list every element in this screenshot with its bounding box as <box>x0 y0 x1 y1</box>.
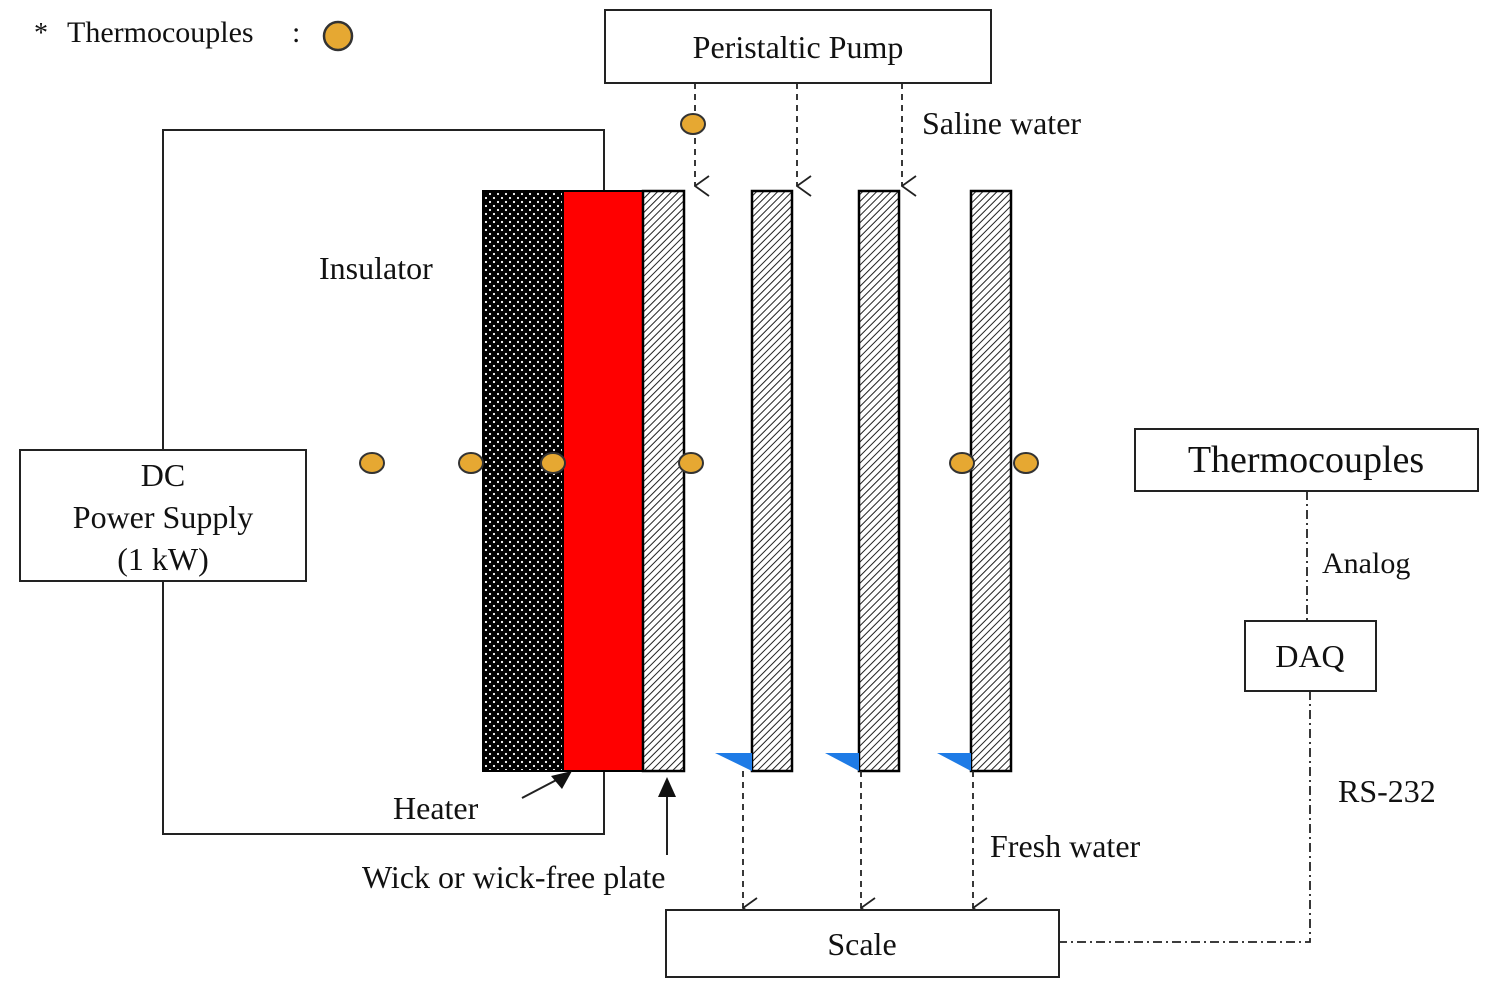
analog-label: Analog <box>1322 547 1410 580</box>
heater-label: Heater <box>393 790 479 826</box>
legend-thermocouple-marker <box>322 20 354 52</box>
wick-plate-3 <box>857 189 901 773</box>
scale-label: Scale <box>827 926 896 962</box>
legend: * Thermocouples : <box>34 16 354 52</box>
wick-plate-2 <box>750 189 794 773</box>
dc-label-line2: Power Supply <box>73 499 253 535</box>
thermocouples-box-label: Thermocouples <box>1188 439 1424 481</box>
power-wires <box>162 129 605 835</box>
rs232-label: RS-232 <box>1338 773 1436 809</box>
dc-label-line1: DC <box>141 457 185 493</box>
daq-label: DAQ <box>1275 638 1344 674</box>
wick-plate-1 <box>641 189 686 773</box>
fresh-water-label: Fresh water <box>990 828 1141 864</box>
collector-wedge-2 <box>825 753 859 771</box>
wick-pointer-head <box>658 777 676 797</box>
collector-wedge-1 <box>715 753 752 771</box>
heater-pointer-head <box>551 771 572 789</box>
scale-box <box>665 909 1060 978</box>
thermocouple-3 <box>540 452 566 474</box>
pump-box <box>604 9 992 84</box>
dc-label-line3: (1 kW) <box>117 541 209 577</box>
legend-colon: : <box>292 16 300 49</box>
saline-water-label: Saline water <box>922 105 1081 141</box>
pump-label: Peristaltic Pump <box>693 29 904 65</box>
legend-label: Thermocouples <box>67 16 254 49</box>
rs232-link <box>1059 691 1311 943</box>
thermocouple-2 <box>458 452 484 474</box>
wick-label: Wick or wick-free plate <box>362 859 665 895</box>
thermocouple-1 <box>359 452 385 474</box>
insulator-layer <box>482 190 564 772</box>
dc-power-supply-box <box>19 449 307 582</box>
thermocouples-box <box>1134 428 1479 492</box>
legend-asterisk: * <box>34 18 48 49</box>
insulator-label: Insulator <box>319 250 433 286</box>
thermocouple-markers <box>359 113 1039 474</box>
heater-layer <box>562 190 644 772</box>
collector-wedge-3 <box>937 753 971 771</box>
thermocouple-4 <box>678 452 704 474</box>
saline-feed-lines <box>695 83 902 186</box>
daq-box <box>1244 620 1377 692</box>
thermocouple-5 <box>949 452 975 474</box>
thermocouple-6 <box>1013 452 1039 474</box>
fresh-water-lines <box>743 771 973 908</box>
thermocouple-feed <box>680 113 706 135</box>
wick-plate-4 <box>969 189 1013 773</box>
